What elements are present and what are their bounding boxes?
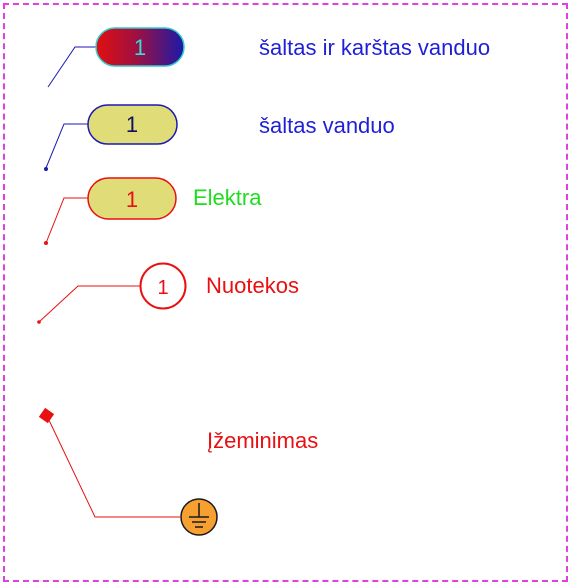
legend-item-grounding: Įžeminimas [38, 407, 318, 536]
sewage-label: Nuotekos [206, 273, 299, 298]
cold-water-label: šaltas vanduo [259, 113, 395, 138]
cold-water-badge [87, 104, 178, 145]
legend-item-sewage: 1 Nuotekos [37, 262, 299, 324]
electricity-label: Elektra [193, 185, 262, 210]
sewage-badge [139, 262, 187, 310]
electricity-number: 1 [126, 187, 138, 212]
electricity-badge [87, 177, 177, 220]
legend-item-hot-cold-water: 1 šaltas ir karštas vanduo [47, 27, 490, 88]
legend-item-cold-water: 1 šaltas vanduo [44, 104, 395, 171]
leader-dot-cold-water [44, 167, 48, 171]
legend-frame [3, 3, 568, 582]
hot-cold-water-badge [95, 27, 185, 67]
leader-line-hot-cold-water [47, 46, 96, 88]
grounding-start-marker [38, 407, 55, 424]
leader-dot-sewage [37, 320, 41, 324]
leader-line-grounding [47, 417, 180, 518]
cold-water-number: 1 [126, 112, 138, 137]
leader-line-electricity [45, 197, 88, 244]
hot-cold-water-label: šaltas ir karštas vanduo [259, 35, 490, 60]
leader-dot-electricity [44, 241, 48, 245]
leader-line-cold-water [45, 123, 88, 169]
legend-item-electricity: 1 Elektra [44, 177, 262, 245]
hot-cold-water-number: 1 [134, 35, 146, 60]
leader-line-sewage [38, 285, 140, 323]
ground-icon [180, 498, 218, 536]
grounding-label: Įžeminimas [207, 428, 318, 453]
sewage-number: 1 [157, 277, 168, 299]
